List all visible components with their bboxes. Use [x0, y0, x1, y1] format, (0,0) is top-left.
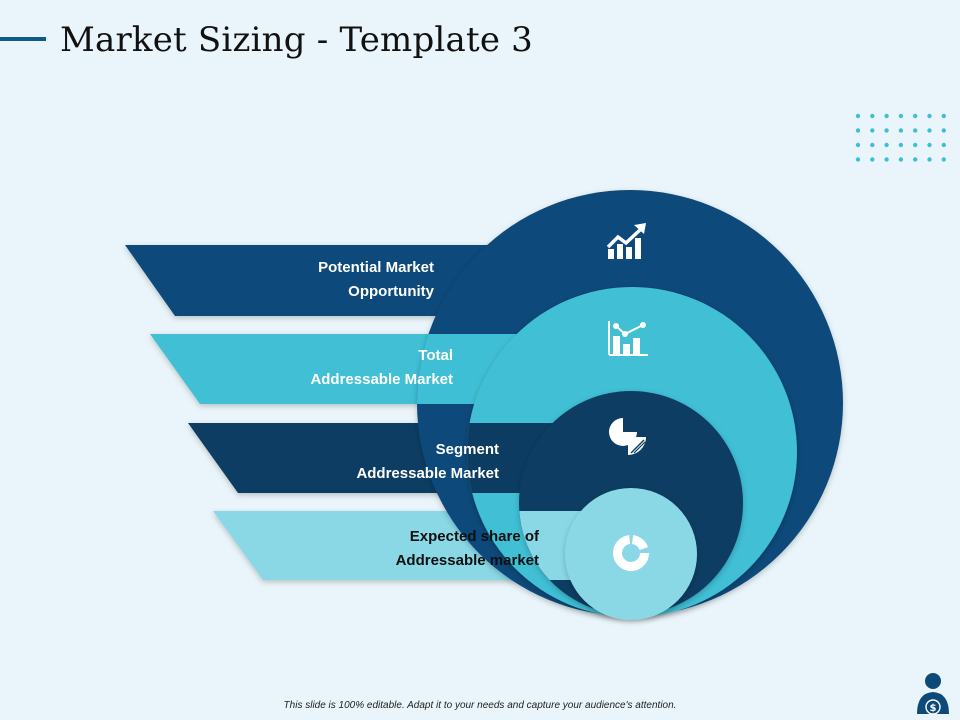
growth-chart-icon	[606, 223, 646, 259]
decorative-dot	[913, 157, 918, 162]
decorative-dot	[870, 113, 875, 119]
decorative-dot	[870, 142, 875, 148]
decorative-dot	[941, 113, 946, 119]
decorative-dot	[884, 157, 889, 162]
decorative-dot	[898, 157, 904, 162]
decorative-dot	[870, 157, 875, 162]
bar-chart-analytics-icon	[608, 321, 648, 356]
decorative-dot	[913, 113, 918, 119]
decorative-dot	[927, 142, 932, 148]
circle-expected-share	[565, 488, 697, 620]
decorative-dot	[855, 157, 861, 162]
svg-text:$: $	[930, 703, 937, 714]
donut-chart-icon	[613, 535, 649, 571]
decorative-dot	[941, 157, 946, 162]
decorative-dot	[884, 113, 889, 119]
decorative-dot	[855, 142, 861, 148]
decorative-dot-grid	[855, 113, 946, 162]
title-accent-bar	[0, 37, 46, 41]
decorative-dot	[870, 128, 875, 133]
decorative-dot	[884, 142, 889, 148]
decorative-dot	[927, 128, 932, 133]
decorative-dot	[855, 113, 861, 119]
label-segment-addressable: Segment Addressable Market	[356, 441, 499, 482]
decorative-dot	[898, 113, 904, 119]
businessman-dollar-icon: $	[917, 673, 949, 715]
decorative-dot	[927, 157, 932, 162]
decorative-dot	[898, 128, 904, 133]
page-title: Market Sizing - Template 3	[60, 20, 533, 60]
footer-note: This slide is 100% editable. Adapt it to…	[283, 700, 677, 711]
label-total-addressable: Total Addressable Market	[310, 347, 453, 388]
decorative-dot	[913, 142, 918, 148]
decorative-dot	[941, 142, 946, 148]
label-expected-share: Expected share of Addressable market	[395, 528, 539, 569]
decorative-dot	[855, 128, 861, 133]
label-potential-market: Potential Market Opportunity	[318, 259, 434, 300]
decorative-dot	[884, 128, 889, 133]
decorative-dot	[941, 128, 946, 133]
pie-chart-icon	[609, 418, 646, 455]
decorative-dot	[898, 142, 904, 148]
decorative-dot	[913, 128, 918, 133]
decorative-dot	[927, 113, 932, 119]
